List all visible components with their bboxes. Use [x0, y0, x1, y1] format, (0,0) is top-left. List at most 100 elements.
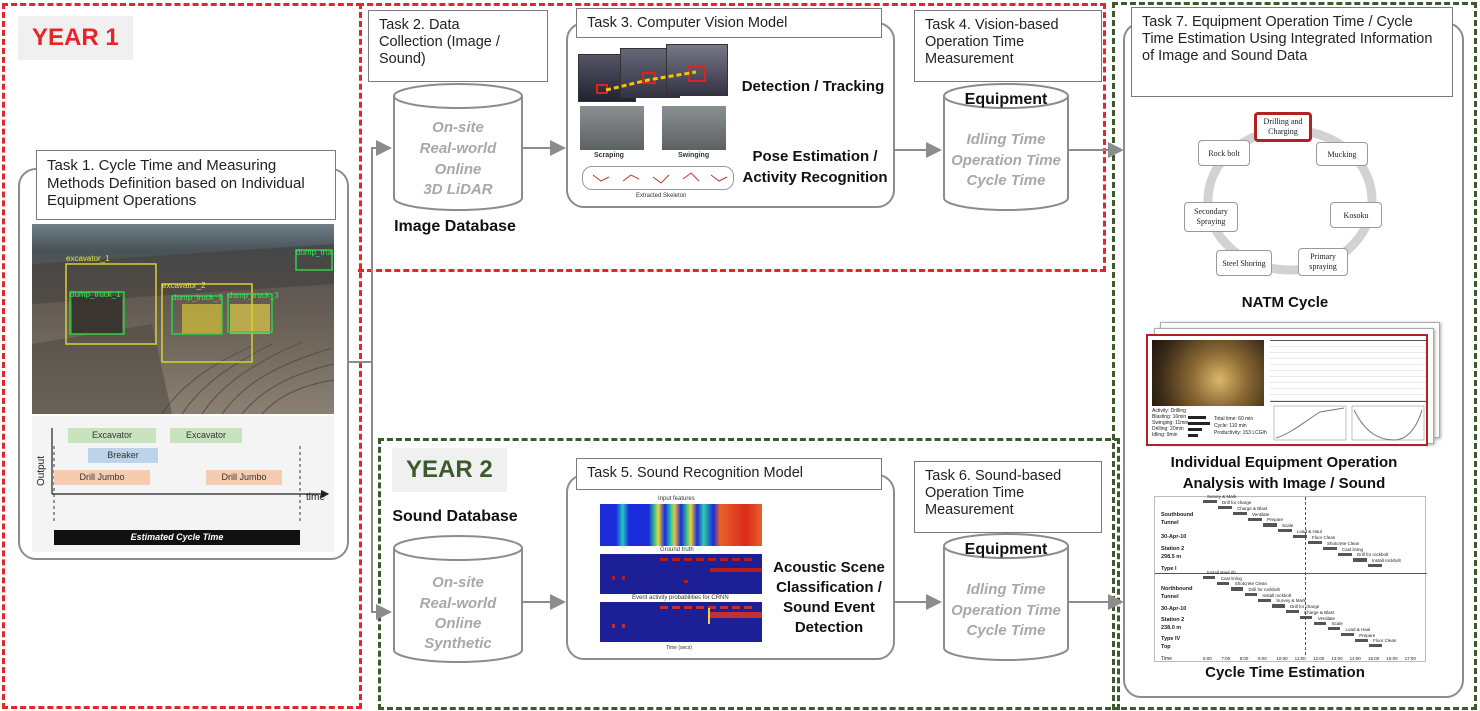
- input-features-caption: Input features: [658, 496, 695, 502]
- year2-region-extension: [1112, 2, 1477, 710]
- activity-bars: [1188, 416, 1210, 442]
- sound-db-line-3: Online: [434, 615, 482, 632]
- detection-label-5: dump_truck_3: [228, 291, 279, 300]
- totals-summary: Total time: 60 min Cycle: 110 min Produc…: [1214, 416, 1267, 436]
- pose-frames: Scraping Swinging: [578, 106, 740, 164]
- schedule-time-tick: 8:00: [1239, 656, 1249, 661]
- schedule-time-tick: 9:00: [1258, 656, 1267, 661]
- vision-idling-time: Idling Time: [966, 131, 1046, 148]
- schedule-red-line: [1305, 497, 1306, 655]
- schedule-task-label: Floor Clean: [1312, 534, 1336, 540]
- ground-truth-caption: Ground truth: [660, 547, 694, 553]
- natm-node-drilling-charging: Drilling and Charging: [1254, 112, 1312, 142]
- schedule-task-bar: [1218, 505, 1232, 510]
- vision-cycle-time: Cycle Time: [966, 172, 1046, 189]
- sound-idling-time: Idling Time: [966, 581, 1046, 598]
- schedule-task-label: Install rockbolt: [1262, 592, 1292, 598]
- schedule-task-bar: [1216, 581, 1230, 585]
- schedule-task-bar: [1248, 517, 1262, 521]
- schedule-time-tick: 15:00: [1368, 656, 1380, 661]
- schedule-task-bar: [1244, 593, 1257, 597]
- skeleton-caption: Extracted Skeleton: [636, 193, 687, 199]
- spectrogram-panel: [600, 504, 762, 546]
- event-probabilities-caption: Event activity probabilities for CRNN: [632, 595, 729, 601]
- schedule-task-label: Install rockbolt: [1372, 558, 1401, 564]
- schedule-time-tick: 17:00: [1404, 656, 1416, 661]
- image-database-label: Image Database: [394, 218, 516, 235]
- task7-title: Task 7. Equipment Operation Time / Cycle…: [1131, 7, 1453, 97]
- detection-tracking-label: Detection / Tracking: [741, 78, 885, 95]
- sound-database-label: Sound Database: [392, 508, 518, 525]
- drill-jumbo-bar-1: Drill Jumbo: [54, 470, 150, 485]
- skeleton-strip: [582, 166, 734, 190]
- schedule-task-bar: [1327, 627, 1341, 631]
- schedule-task-bar: [1353, 558, 1367, 562]
- task1-title: Task 1. Cycle Time and Measuring Methods…: [36, 150, 336, 220]
- sound-equipment-cylinder: [943, 533, 1069, 661]
- southbound-info: Southbound Tunnel 30-Apr-10 Station 2 29…: [1161, 512, 1194, 572]
- detection-frames: [578, 44, 738, 104]
- event-probabilities-panel: [600, 602, 762, 642]
- task6-title: Task 6. Sound-based Operation Time Measu…: [914, 461, 1102, 533]
- task4-title: Task 4. Vision-based Operation Time Meas…: [914, 10, 1102, 82]
- year2-region: [378, 438, 1120, 710]
- northbound-info: Northbound Tunnel 30-Apr-10 Station 2 23…: [1161, 586, 1193, 650]
- schedule-task-bar: [1299, 615, 1313, 619]
- schedule-task-bar: [1313, 621, 1327, 625]
- schedule-task-label: Cast lining: [1220, 575, 1242, 581]
- sound-operation-time: Operation Time: [951, 602, 1061, 619]
- schedule-task-label: Drill for charge: [1222, 499, 1252, 505]
- drill-jumbo-bar-2: Drill Jumbo: [206, 470, 282, 485]
- schedule-task-label: Load & Haul: [1345, 626, 1371, 632]
- schedule-task-bar: [1323, 546, 1337, 550]
- schedule-divider: [1155, 573, 1427, 574]
- schedule-task-label: Prepare: [1267, 517, 1284, 523]
- sound-db-line-1: On-site: [432, 574, 484, 591]
- schedule-time-label: Time: [1161, 656, 1172, 662]
- pose-estimation-label: Pose Estimation / Activity Recognition: [742, 148, 888, 186]
- schedule-task-bar: [1338, 552, 1352, 556]
- schedule-task-label: Survey & Mark: [1276, 598, 1306, 604]
- schedule-task-bar: [1308, 540, 1322, 545]
- sound-equipment-heading: Equipment: [964, 541, 1048, 558]
- image-database-cylinder: [393, 83, 523, 211]
- excavator-bar-2: Excavator: [170, 428, 242, 443]
- task5-title: Task 5. Sound Recognition Model: [576, 458, 882, 490]
- swinging-caption: Swinging: [678, 152, 710, 159]
- natm-node-kosoku: Kosoku: [1330, 202, 1382, 228]
- natm-node-secondary-spraying: Secondary Spraying: [1184, 202, 1238, 232]
- schedule-task-label: Ventilate: [1317, 615, 1336, 621]
- schedule-task-bar: [1341, 632, 1354, 637]
- excavator-bar-1: Excavator: [68, 428, 156, 443]
- schedule-task-label: Ventilate: [1252, 511, 1270, 517]
- schedule-task-bar: [1355, 638, 1368, 642]
- schedule-task-label: Shotcrete Clean: [1327, 540, 1360, 546]
- schedule-time-tick: 12:00: [1313, 656, 1325, 661]
- schedule-task-label: Shotcrete Clean: [1234, 581, 1267, 587]
- schedule-task-bar: [1368, 564, 1382, 568]
- cycle-time-estimation-label: Cycle Time Estimation: [1205, 664, 1365, 681]
- task2-title: Task 2. Data Collection (Image / Sound): [368, 10, 548, 82]
- schedule-task-bar: [1203, 500, 1217, 504]
- equipment-timeline-chart: Output Excavator Excavator Breaker Drill…: [32, 416, 334, 552]
- detection-label-4: dump_truck_2: [172, 293, 223, 302]
- schedule-task-label: Install steel rib: [1207, 570, 1236, 575]
- schedule-time-tick: 11:00: [1294, 656, 1306, 661]
- task3-title: Task 3. Computer Vision Model: [576, 8, 882, 38]
- scraping-caption: Scraping: [594, 152, 624, 159]
- natm-node-mucking: Mucking: [1316, 142, 1368, 166]
- year2-label: YEAR 2: [392, 448, 507, 492]
- detection-label-3: excavator_2: [162, 281, 206, 290]
- sound-cycle-time: Cycle Time: [966, 622, 1046, 639]
- vision-equipment-cylinder: [943, 83, 1069, 211]
- schedule-task-bar: [1258, 598, 1271, 602]
- year1-label: YEAR 1: [18, 16, 133, 60]
- schedule-task-label: Drill for charge: [1290, 604, 1320, 610]
- drill-jumbo-photo: [1152, 340, 1264, 406]
- schedule-task-label: Charge & Blast: [1303, 609, 1335, 615]
- sound-database-cylinder: [393, 535, 523, 663]
- schedule-time-tick: 6:00: [1203, 656, 1212, 661]
- acoustic-scene-label: Acoustic Scene Classification / Sound Ev…: [773, 559, 885, 636]
